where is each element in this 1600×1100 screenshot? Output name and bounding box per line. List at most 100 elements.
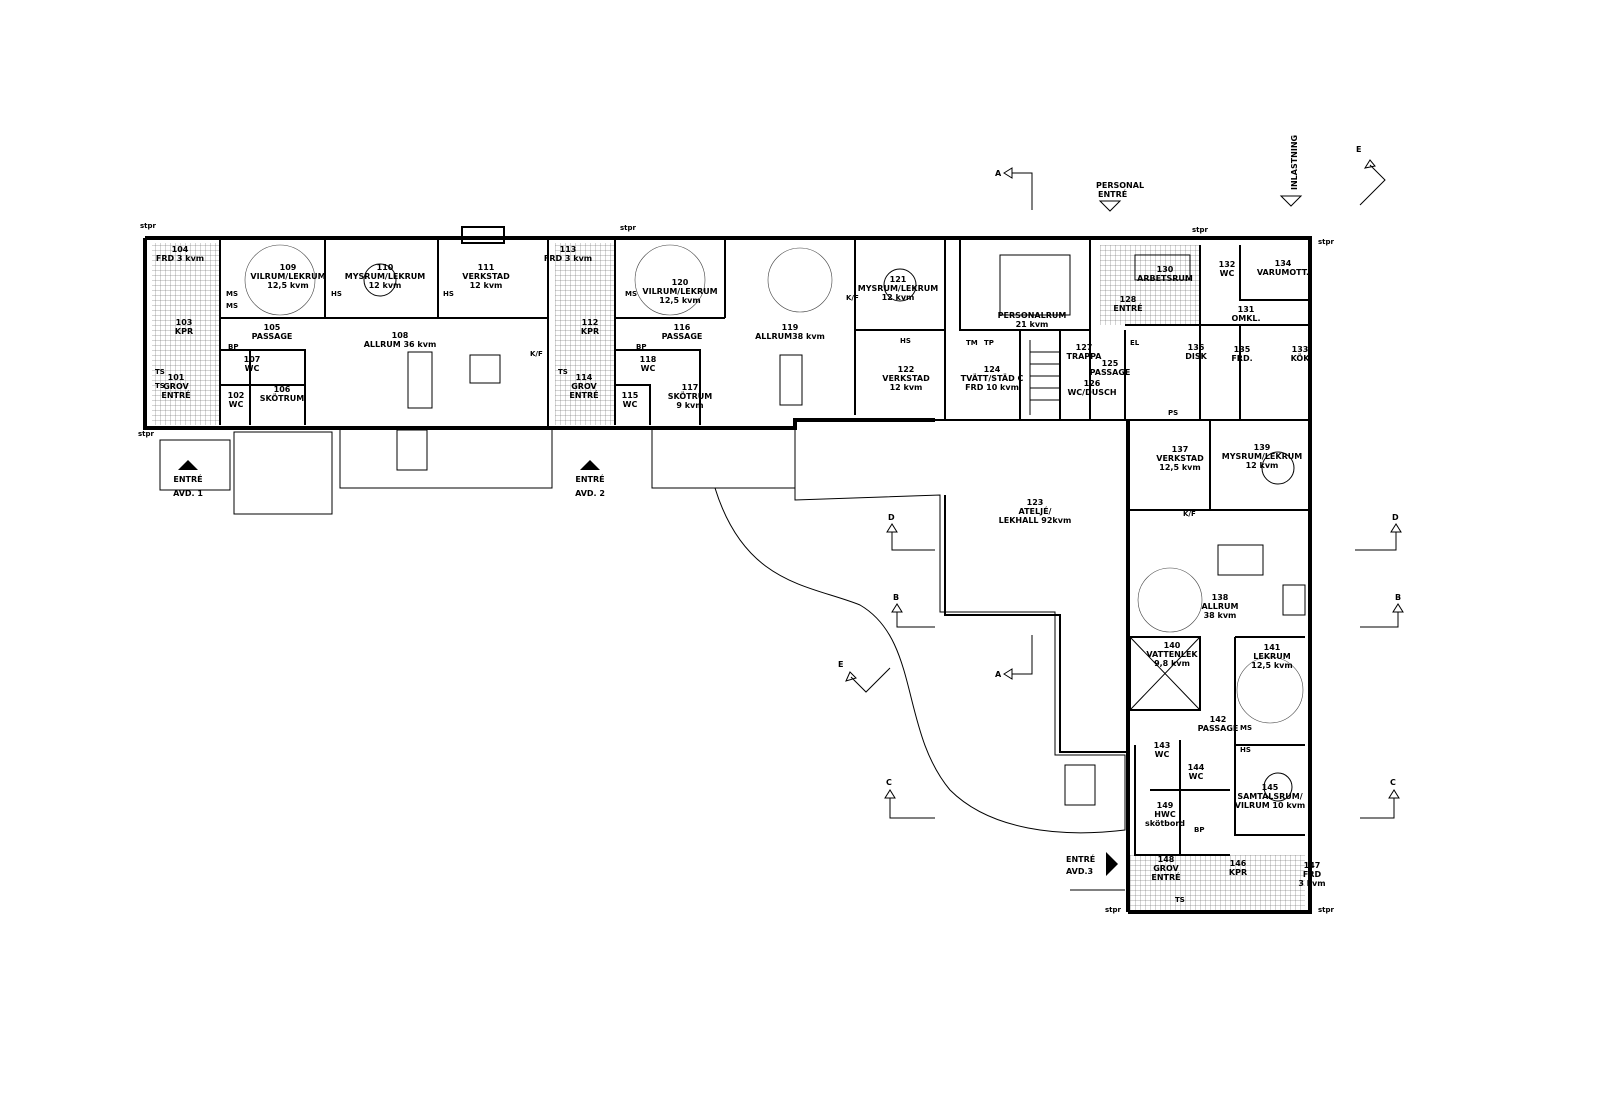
svg-text:B: B xyxy=(1395,593,1401,602)
entrance-arrow-icon xyxy=(580,460,600,470)
room-no: 105 xyxy=(264,323,281,332)
room-no: 113 xyxy=(560,245,577,254)
entrance-arrow-icon xyxy=(1106,852,1118,876)
room-no: 135 xyxy=(1234,345,1251,354)
section-marker-a-top: A xyxy=(995,167,1033,210)
room-name: TVÄTT/STÄD C xyxy=(961,373,1024,383)
room-name: KPR xyxy=(1229,868,1247,877)
room-no: 136 xyxy=(1188,343,1205,352)
stpr-label: stpr xyxy=(1318,238,1335,246)
room-name: VILRUM/LEKRUM xyxy=(642,287,717,296)
room-area: 12 kvm xyxy=(470,281,503,290)
room-name: FRD xyxy=(1303,870,1322,879)
stpr-label: stpr xyxy=(1105,906,1122,914)
room-no: 145 xyxy=(1262,783,1279,792)
room-area: 9,8 kvm xyxy=(1154,659,1190,668)
room-name: PASSAGE xyxy=(1090,368,1131,377)
room-name: PASSAGE xyxy=(252,332,293,341)
room-area: LEKHALL 92kvm xyxy=(999,516,1072,525)
room-name: FRD 3 kvm xyxy=(156,254,204,263)
svg-text:D: D xyxy=(1392,513,1399,522)
kf-label: K/F xyxy=(1183,510,1196,518)
room-no: 148 xyxy=(1158,855,1175,864)
room-area: 12,5 kvm xyxy=(1159,463,1200,472)
room-no: 128 xyxy=(1120,295,1137,304)
room-no: 112 xyxy=(582,318,599,327)
room-name: WC xyxy=(229,400,244,409)
room-area: 3 kvm xyxy=(1298,879,1325,888)
room-no: 106 xyxy=(274,385,291,394)
section-marker-b-right: B xyxy=(1360,593,1404,628)
ps-label: PS xyxy=(1168,409,1178,417)
room-no: 127 xyxy=(1076,343,1093,352)
room-no: 119 xyxy=(782,323,799,332)
room-name: ALLRUM xyxy=(1201,602,1238,611)
hs-label: HS xyxy=(331,290,342,298)
section-marker-d-left: D xyxy=(886,513,935,551)
entrance-personal: PERSONAL ENTRÉ xyxy=(1096,181,1144,212)
entrance-sub-label: AVD. 2 xyxy=(575,489,605,498)
svg-text:B: B xyxy=(893,593,899,602)
room-name: HWC xyxy=(1154,810,1176,819)
room-no: 134 xyxy=(1275,259,1292,268)
room-name: ARBETSRUM xyxy=(1137,274,1193,283)
room-no: 147 xyxy=(1304,861,1321,870)
room-no: 120 xyxy=(672,278,689,287)
section-marker-d-right: D xyxy=(1355,513,1402,551)
room-no: 108 xyxy=(392,331,409,340)
room-no: 101 xyxy=(168,373,185,382)
svg-text:D: D xyxy=(888,513,895,522)
room-name: KPR xyxy=(175,327,193,336)
stpr-label: stpr xyxy=(1192,226,1209,234)
room-name: PERSONALRUM xyxy=(998,311,1067,320)
room-no: 114 xyxy=(576,373,593,382)
stpr-label: stpr xyxy=(138,430,155,438)
entrance-label: ENTRÉ xyxy=(575,473,604,484)
room-no: 130 xyxy=(1157,265,1174,274)
room-no: 104 xyxy=(172,245,189,254)
ms-label: MS xyxy=(226,302,238,310)
room-no: 118 xyxy=(640,355,657,364)
svg-text:C: C xyxy=(1390,778,1396,787)
ts-label: TS xyxy=(558,368,568,376)
room-area: 9 kvm xyxy=(676,401,703,410)
room-area: 21 kvm xyxy=(1016,320,1049,329)
room-no: 102 xyxy=(228,391,245,400)
entrance-label: PERSONAL xyxy=(1096,181,1144,190)
svg-text:E: E xyxy=(838,660,843,669)
room-name: GROV xyxy=(571,382,597,391)
entrance-avd3: ENTRÉ AVD.3 xyxy=(1066,852,1125,891)
room-no: 141 xyxy=(1264,643,1281,652)
room-name: LEKRUM xyxy=(1253,652,1290,661)
stpr-label: stpr xyxy=(620,224,637,232)
room-no: 138 xyxy=(1212,593,1229,602)
room-no: 132 xyxy=(1219,260,1236,269)
entrance-sub-label: AVD.3 xyxy=(1066,867,1093,876)
room-no: 140 xyxy=(1164,641,1181,650)
room-no: 149 xyxy=(1157,801,1174,810)
stpr-label: stpr xyxy=(1318,906,1335,914)
entrance-arrow-icon xyxy=(1279,195,1303,207)
room-name: DISK xyxy=(1185,352,1207,361)
tiled-floors xyxy=(152,243,1305,910)
hs-label: HS xyxy=(900,337,911,345)
section-marker-b-left: B xyxy=(891,593,935,628)
room-name: KÖK xyxy=(1291,353,1311,363)
